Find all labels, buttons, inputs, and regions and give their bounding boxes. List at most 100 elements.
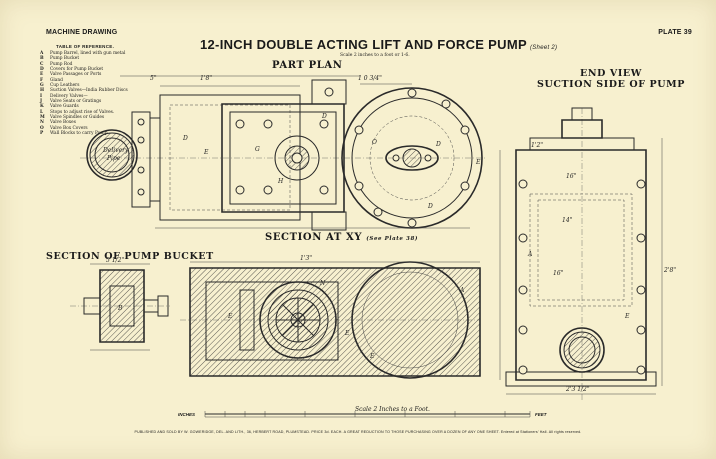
svg-text:Delivery: Delivery bbox=[102, 147, 129, 154]
reference-key: D bbox=[40, 67, 44, 73]
reference-key: H bbox=[40, 88, 45, 94]
reference-text: Valve Passages or Ports bbox=[50, 72, 102, 78]
reference-item: N Valve Boxes bbox=[40, 120, 170, 125]
reference-key: P bbox=[40, 131, 44, 137]
reference-text: Valve Spindles or Guides bbox=[50, 115, 105, 121]
reference-key: K bbox=[40, 104, 44, 110]
section-xy-view: E N E E A 1'3" bbox=[180, 255, 480, 378]
plate-number: PLATE 39 bbox=[658, 29, 692, 36]
end-view-label: END VIEW SUCTION SIDE OF PUMP bbox=[537, 68, 685, 90]
reference-item: B Pump Bucket bbox=[40, 56, 170, 61]
sheet-number: (Sheet 2) bbox=[529, 45, 558, 51]
reference-key: A bbox=[40, 51, 44, 56]
svg-text:5": 5" bbox=[150, 75, 157, 82]
svg-text:5 1/2": 5 1/2" bbox=[106, 257, 124, 264]
scale-note: Scale 2 inches to a foot or 1-6. bbox=[340, 53, 410, 58]
reference-table-title: TABLE OF REFERENCE. bbox=[56, 44, 115, 49]
svg-text:N: N bbox=[319, 280, 326, 287]
reference-text: Pump Bucket bbox=[50, 56, 80, 62]
reference-key: E bbox=[40, 72, 44, 78]
reference-item: L Stops to adjust rise of Valves. bbox=[40, 110, 170, 115]
reference-text: Valve Boxes bbox=[50, 120, 76, 126]
reference-key: L bbox=[40, 109, 44, 115]
section-xy-label: SECTION AT XY (See Plate 38) bbox=[265, 232, 418, 243]
reference-text: Valve Box Covers bbox=[50, 125, 88, 131]
svg-text:A: A bbox=[459, 287, 465, 294]
reference-item: D Covers for Pump Bucket bbox=[40, 67, 170, 72]
reference-key: O bbox=[40, 125, 44, 131]
reference-key: J bbox=[40, 99, 43, 105]
reference-item: J Valve Seats or Gratings bbox=[40, 99, 170, 104]
reference-item: E Valve Passages or Ports bbox=[40, 72, 170, 77]
pump-bucket-section: 5 1/2" B bbox=[70, 257, 170, 350]
reference-text: Stops to adjust rise of Valves. bbox=[50, 109, 115, 115]
reference-text: Gland bbox=[50, 77, 63, 83]
reference-item: P Wall Blocks to carry Pump bbox=[40, 131, 170, 136]
reference-text: Valve Seats or Gratings bbox=[50, 99, 102, 105]
publisher-imprint: PUBLISHED AND SOLD BY W. GOWERIDGE, DEL.… bbox=[134, 430, 582, 434]
pump-bucket-label: SECTION OF PUMP BUCKET bbox=[46, 251, 214, 262]
reference-key: C bbox=[40, 61, 44, 67]
reference-key: F bbox=[40, 77, 44, 83]
scale-bar-graphic bbox=[205, 411, 530, 417]
svg-text:16": 16" bbox=[553, 270, 564, 277]
reference-item: H Suction Valves—India Rubber Discs bbox=[40, 88, 170, 93]
svg-text:D: D bbox=[321, 113, 327, 120]
svg-text:2'8": 2'8" bbox=[663, 267, 676, 274]
end-view-label-line2: SUCTION SIDE OF PUMP bbox=[537, 79, 685, 90]
reference-key: I bbox=[40, 93, 43, 99]
reference-item: K Valve Guards bbox=[40, 104, 170, 109]
reference-item: C Pump Rod bbox=[40, 62, 170, 67]
svg-text:2'3 1/2": 2'3 1/2" bbox=[565, 386, 590, 393]
reference-key: N bbox=[40, 120, 44, 126]
reference-item: I Delivery Valves— bbox=[40, 94, 170, 99]
part-plan-label: PART PLAN bbox=[272, 60, 343, 71]
svg-text:16": 16" bbox=[566, 173, 577, 180]
section-xy-title: SECTION AT XY bbox=[265, 232, 363, 243]
reference-text: Suction Valves—India Rubber Discs bbox=[50, 88, 128, 94]
section-xy-note: (See Plate 38) bbox=[366, 236, 419, 242]
reference-key: B bbox=[40, 56, 44, 62]
reference-text: Valve Guards bbox=[50, 104, 79, 110]
svg-text:14": 14" bbox=[562, 217, 573, 224]
reference-text: Cup Leathers bbox=[50, 83, 80, 89]
title-text: 12-INCH DOUBLE ACTING LIFT AND FORCE PUM… bbox=[200, 37, 527, 52]
svg-text:D: D bbox=[435, 141, 441, 148]
scale-caption: Scale 2 Inches to a Foot. bbox=[355, 406, 430, 413]
scale-inches-label: INCHES bbox=[178, 412, 196, 417]
reference-item: O Valve Box Covers bbox=[40, 126, 170, 131]
svg-text:G: G bbox=[255, 146, 260, 153]
end-view-label-line1: END VIEW bbox=[580, 68, 642, 79]
part-plan-view: Delivery Pipe bbox=[80, 75, 485, 230]
svg-text:E: E bbox=[344, 330, 350, 337]
svg-text:A: A bbox=[527, 251, 533, 258]
svg-text:E: E bbox=[369, 353, 375, 360]
svg-text:E: E bbox=[624, 313, 630, 320]
reference-text: Pump Barrel, lined with gun metal bbox=[50, 51, 126, 56]
reference-text: Wall Blocks to carry Pump bbox=[50, 131, 108, 137]
end-view: 1'2" 16" 14" A 16" E 2'3 1/2" 2'8" bbox=[500, 108, 676, 400]
reference-text: Pump Rod bbox=[50, 61, 73, 67]
svg-text:D: D bbox=[182, 135, 188, 142]
reference-text: Covers for Pump Bucket bbox=[50, 67, 104, 73]
svg-text:1'8": 1'8" bbox=[200, 75, 212, 82]
svg-text:1'2": 1'2" bbox=[531, 142, 543, 149]
svg-text:E: E bbox=[475, 159, 481, 166]
svg-text:1'3": 1'3" bbox=[300, 255, 312, 262]
sheet-title: 12-INCH DOUBLE ACTING LIFT AND FORCE PUM… bbox=[200, 37, 580, 52]
reference-item: G Cup Leathers bbox=[40, 83, 170, 88]
svg-text:O: O bbox=[372, 139, 377, 146]
svg-text:E: E bbox=[203, 149, 209, 156]
svg-text:B: B bbox=[117, 305, 123, 312]
reference-key: M bbox=[40, 115, 45, 121]
svg-text:D: D bbox=[427, 203, 433, 210]
reference-item: A Pump Barrel, lined with gun metal bbox=[40, 51, 170, 56]
reference-text: Delivery Valves— bbox=[50, 93, 88, 99]
reference-item: F Gland bbox=[40, 78, 170, 83]
svg-text:1 0 3/4": 1 0 3/4" bbox=[358, 75, 382, 82]
reference-key: G bbox=[40, 83, 44, 89]
svg-text:H: H bbox=[277, 178, 284, 185]
scale-feet-label: FEET bbox=[535, 412, 547, 417]
